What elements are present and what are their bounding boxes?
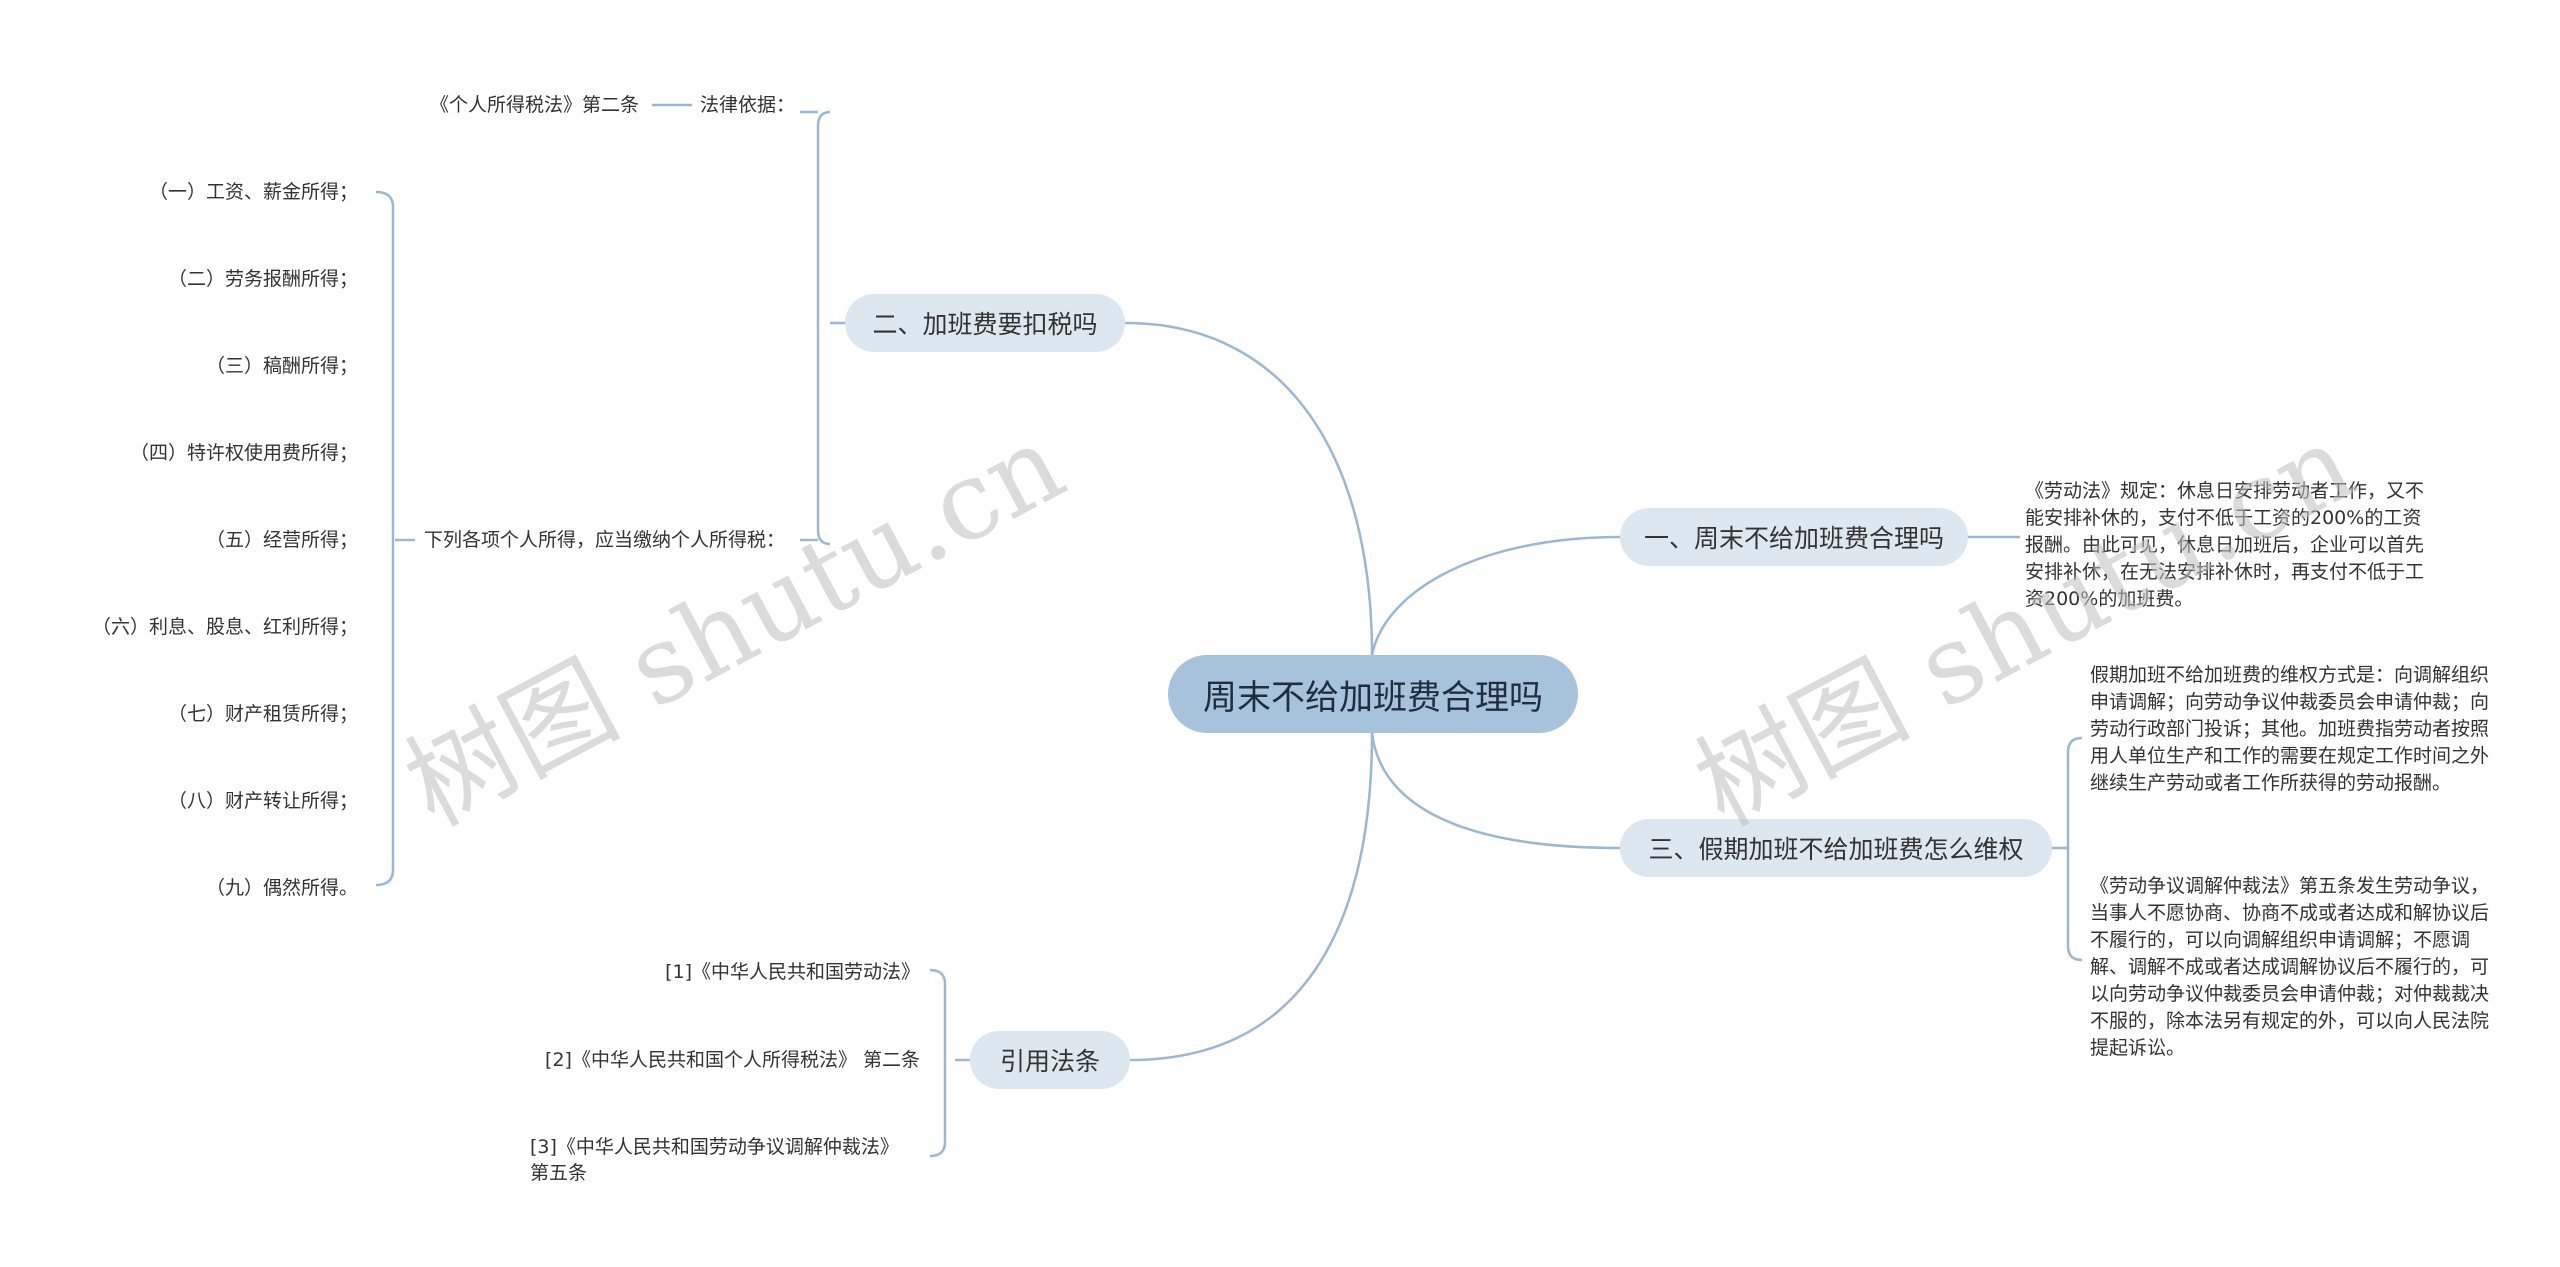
tax-law-article: 《个人所得税法》第二条 [430,94,640,116]
taxable-item: （五）经营所得； [205,529,358,551]
taxable-item: （八）财产转让所得； [167,790,358,812]
branch-node-holiday-rights[interactable]: 三、假期加班不给加班费怎么维权 [1620,819,2052,877]
link-root-b1 [1370,535,1621,656]
cited-law-item-article: 第五条 [530,1162,588,1184]
taxable-item: （二）劳务报酬所得； [167,268,358,290]
branch-node-cited-laws[interactable]: 引用法条 [970,1031,1130,1089]
link-items-bracket [375,190,415,887]
link-b2-bracket [816,110,845,546]
taxable-item: （七）财产租赁所得； [167,703,358,725]
taxable-item: （九）偶然所得。 [205,877,358,899]
link-root-b4 [1129,732,1374,1062]
root-node[interactable]: 周末不给加班费合理吗 [1168,655,1578,733]
cited-law-item: [3]《中华人民共和国劳动争议调解仲裁法》 [530,1136,899,1158]
taxable-item: （一）工资、薪金所得； [148,181,358,203]
link-b4-bracket [929,968,970,1158]
mediation-law-text: 《劳动争议调解仲裁法》第五条发生劳动争议，当事人不愿协商、协商不成或者达成和解协… [2090,875,2490,1059]
taxable-item: （三）稿酬所得； [205,355,358,377]
cited-law-item: [2]《中华人民共和国个人所得税法》 第二条 [545,1049,920,1071]
link-root-b3 [1370,732,1621,850]
cited-law-item: [1]《中华人民共和国劳动法》 [665,961,920,983]
legal-basis-label: 法律依据： [700,94,796,116]
taxable-item: （六）利息、股息、红利所得； [91,616,358,638]
holiday-rights-text: 假期加班不给加班费的维权方式是：向调解组织申请调解；向劳动争议仲裁委员会申请仲裁… [2090,664,2490,794]
branch-node-weekend-overtime[interactable]: 一、周末不给加班费合理吗 [1620,508,1968,566]
branch-node-overtime-tax[interactable]: 二、加班费要扣税吗 [845,294,1125,352]
weekend-overtime-text: 《劳动法》规定：休息日安排劳动者工作，又不能安排补休的，支付不低于工资的200%… [2025,480,2425,610]
link-b3-bracket [2052,736,2083,962]
taxable-items-intro: 下列各项个人所得，应当缴纳个人所得税： [424,529,786,551]
taxable-item: （四）特许权使用费所得； [129,442,358,464]
link-root-b2 [1124,321,1374,656]
